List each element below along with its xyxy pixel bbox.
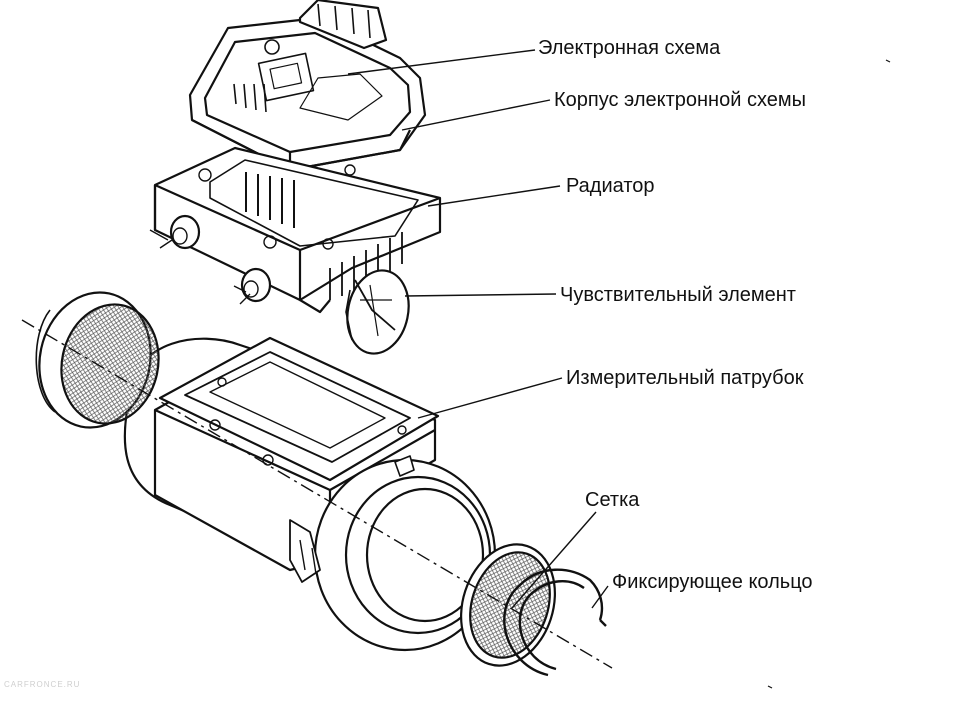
radiator-part bbox=[149, 146, 442, 314]
label-circuit-housing: Корпус электронной схемы bbox=[554, 89, 806, 111]
label-retaining-ring: Фиксирующее кольцо bbox=[612, 571, 813, 593]
rear-mesh-part bbox=[35, 291, 160, 429]
circuit-housing-part bbox=[188, 0, 427, 172]
label-mesh: Сетка bbox=[585, 489, 640, 511]
retaining-ring-part bbox=[503, 568, 607, 677]
sensing-element-part bbox=[345, 269, 410, 355]
leader-circuit-housing bbox=[401, 99, 551, 131]
measuring-tube-part bbox=[123, 336, 497, 652]
label-sensing-element: Чувствительный элемент bbox=[560, 284, 796, 306]
leader-retaining-ring bbox=[591, 585, 609, 609]
label-measuring-tube: Измерительный патрубок bbox=[566, 367, 804, 389]
leader-measuring-tube bbox=[417, 377, 563, 419]
leader-sensing-element bbox=[404, 293, 557, 297]
leader-mesh bbox=[511, 511, 597, 609]
leader-lines bbox=[347, 49, 609, 609]
front-mesh-part bbox=[460, 543, 556, 667]
axis-line bbox=[21, 319, 613, 669]
watermark-text: CARFRONCE.RU bbox=[4, 680, 81, 689]
label-radiator: Радиатор bbox=[566, 175, 655, 197]
label-electronic-circuit: Электронная схема bbox=[538, 37, 721, 59]
leader-electronic-circuit bbox=[347, 49, 536, 75]
leader-radiator bbox=[427, 185, 561, 207]
corner-marks bbox=[767, 59, 891, 689]
